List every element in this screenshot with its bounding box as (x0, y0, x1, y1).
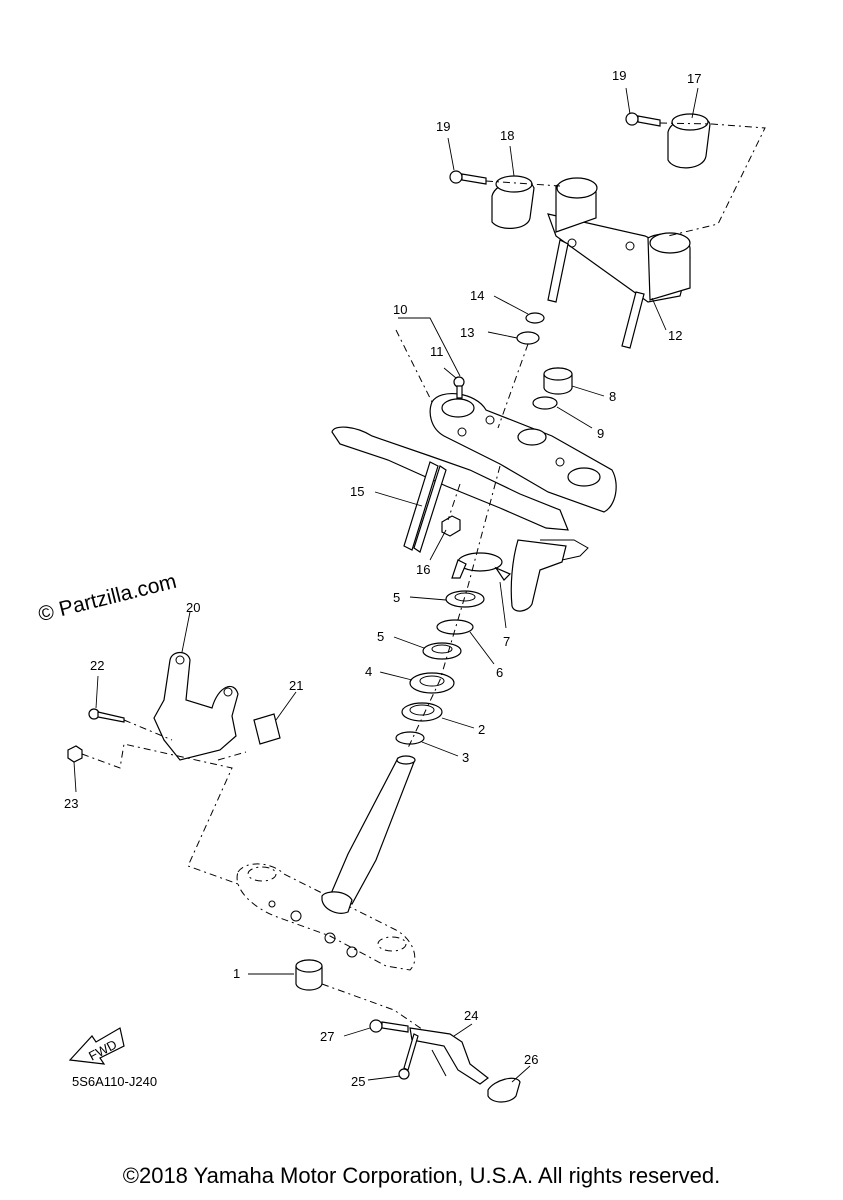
callout-16: 16 (416, 562, 430, 577)
callout-9: 9 (597, 426, 604, 441)
callout-5-upper: 5 (393, 590, 400, 605)
copyright-footer: ©2018 Yamaha Motor Corporation, U.S.A. A… (122, 1163, 721, 1188)
collar-part-7 (451, 552, 512, 581)
bracket-stay-part-15 (331, 426, 589, 612)
pad-part-21 (253, 713, 281, 745)
under-bracket (236, 863, 416, 971)
dust-seal-part-4 (409, 672, 455, 694)
callout-15: 15 (350, 484, 364, 499)
callout-8: 8 (609, 389, 616, 404)
steering-stem (329, 755, 416, 905)
callout-25: 25 (351, 1074, 365, 1089)
callout-20: 20 (186, 600, 200, 615)
callout-12: 12 (668, 328, 682, 343)
callout-6: 6 (496, 665, 503, 680)
callout-2: 2 (478, 722, 485, 737)
callout-17: 17 (687, 71, 701, 86)
bolt-part-11 (453, 376, 465, 399)
bolt-part-27 (369, 1019, 409, 1033)
cap-nut-part-8 (543, 367, 573, 395)
leader-lines (73, 87, 699, 1083)
callout-11: 11 (430, 344, 444, 359)
callout-26: 26 (524, 1052, 538, 1067)
callout-10: 10 (393, 302, 407, 317)
bolt-part-25 (398, 1033, 419, 1080)
washer-part-14 (525, 312, 545, 324)
callout-7: 7 (503, 634, 510, 649)
callout-22: 22 (90, 658, 104, 673)
seal-part-3 (395, 731, 425, 745)
callout-1: 1 (233, 966, 240, 981)
damper-part-13 (516, 331, 540, 345)
callout-19-left: 19 (436, 119, 450, 134)
ring-nut-part-5-upper (445, 590, 485, 608)
callout-13: 13 (460, 325, 474, 340)
nut-part-23 (67, 745, 83, 763)
washer-part-9 (532, 396, 558, 410)
callout-labels: 1 2 3 4 5 5 6 7 8 9 10 11 12 13 14 15 16… (64, 68, 701, 1089)
callout-5-lower: 5 (377, 629, 384, 644)
callout-14: 14 (470, 288, 484, 303)
callout-19-right: 19 (612, 68, 626, 83)
fwd-arrow-icon: FWD (68, 1027, 125, 1065)
clamp-bolt-part-19-right (625, 112, 661, 127)
ball-bearing-part-2 (401, 702, 443, 722)
callout-21: 21 (289, 678, 303, 693)
handlebar-holder-part-12 (547, 177, 691, 349)
callout-27: 27 (320, 1029, 334, 1044)
callout-3: 3 (462, 750, 469, 765)
lock-washer-part-6 (436, 619, 474, 635)
stem-guide-part-1 (295, 959, 323, 991)
callout-4: 4 (365, 664, 372, 679)
bracket-part-24 (409, 1027, 489, 1085)
bolt-part-22 (88, 708, 125, 723)
upper-clamp-part-18 (491, 175, 535, 229)
ring-nut-part-5-lower (422, 642, 462, 660)
clip-part-26 (487, 1077, 521, 1103)
callout-24: 24 (464, 1008, 478, 1023)
callout-23: 23 (64, 796, 78, 811)
nut-part-16 (441, 515, 461, 537)
diagram-code: 5S6A110-J240 (72, 1074, 158, 1089)
cable-guide-part-20 (153, 651, 239, 761)
upper-bracket-part-10 (429, 393, 617, 513)
callout-18: 18 (500, 128, 514, 143)
upper-clamp-part-17 (667, 113, 711, 169)
clamp-bolt-part-19-left (449, 170, 487, 185)
